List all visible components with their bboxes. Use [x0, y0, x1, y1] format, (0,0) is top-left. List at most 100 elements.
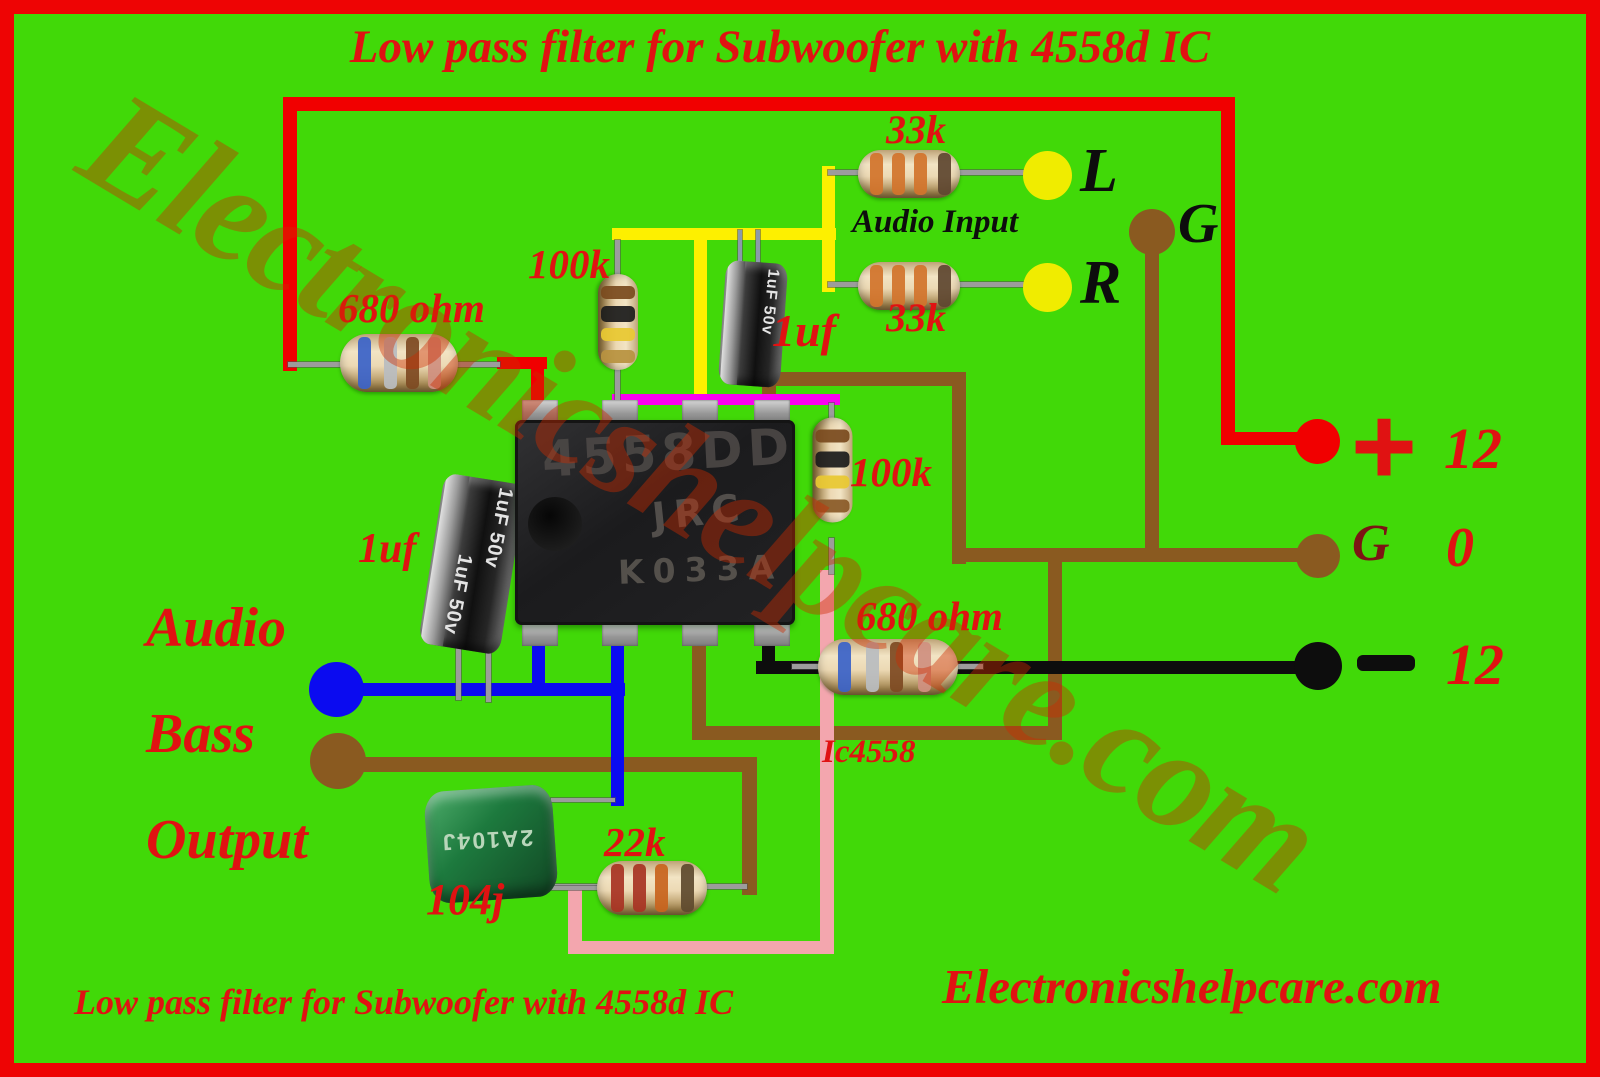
resistor-22k — [597, 861, 707, 915]
wire-brown-bass-v — [742, 757, 757, 895]
cap-value: 1uF — [447, 552, 477, 595]
band — [892, 153, 905, 195]
label-left-channel: L — [1080, 137, 1118, 205]
band — [428, 337, 441, 389]
terminal-bass-out — [310, 733, 366, 789]
label-1uf-top: 1uf — [772, 305, 836, 356]
band — [655, 864, 668, 912]
band — [633, 864, 646, 912]
cap-stripe — [719, 260, 745, 385]
terminal-audio-out — [309, 662, 364, 717]
ic-pin-top-3 — [682, 400, 718, 423]
band — [406, 337, 419, 389]
wire-blue-h — [335, 683, 625, 696]
lead-filmcap-top — [551, 798, 615, 802]
ic-pin-top-1 — [522, 400, 558, 423]
cap-voltage: 50v — [439, 596, 468, 637]
band — [870, 153, 883, 195]
ic-pin-bottom-1 — [522, 623, 558, 646]
label-output-bass: Bass — [146, 703, 255, 765]
band — [938, 265, 951, 307]
band — [938, 153, 951, 195]
lead-33kt-right — [958, 170, 1030, 175]
wire-brown-pin3 — [692, 622, 706, 734]
band — [815, 429, 850, 443]
wire-yellow-h — [612, 228, 836, 240]
frame-right — [1586, 0, 1600, 1077]
resistor-680ohm-left — [340, 334, 458, 392]
ic-pin-top-4 — [754, 400, 790, 423]
label-minus-sign: − — [1357, 655, 1415, 671]
label-ground-mid: G — [1352, 515, 1390, 572]
terminal-right-input — [1023, 263, 1072, 312]
lead-filmcap-bottom — [549, 886, 601, 890]
band — [601, 328, 635, 341]
ic-pin1-dot — [528, 497, 582, 551]
label-output-output: Output — [146, 809, 308, 871]
wire-blue-pin2 — [611, 622, 624, 806]
wire-pink-v2 — [568, 884, 582, 954]
lead-33kb-right — [958, 282, 1030, 287]
lead-33kt-left — [828, 170, 860, 175]
wire-pink-h — [568, 941, 834, 954]
ic-pin-top-2 — [602, 400, 638, 423]
band — [681, 864, 694, 912]
wire-magenta — [612, 394, 840, 405]
band — [815, 499, 850, 513]
label-minus-value: 12 — [1446, 632, 1504, 697]
frame-top — [0, 0, 1600, 14]
wire-brown-h1 — [762, 372, 966, 386]
ic-pin-bottom-4 — [754, 623, 790, 646]
label-680ohm-right: 680 ohm — [856, 593, 1003, 639]
terminal-plus12 — [1295, 419, 1340, 464]
resistor-100k-left — [598, 274, 638, 370]
lead-680r-left — [792, 664, 822, 669]
wire-brown-bass-h — [337, 757, 757, 772]
band — [866, 642, 879, 692]
lead-ecaptop-leg1 — [738, 230, 742, 270]
band — [815, 475, 850, 489]
label-104j: 104j — [426, 875, 505, 924]
label-plus-value: 12 — [1444, 416, 1502, 481]
page-title: Low pass filter for Subwoofer with 4558d… — [349, 21, 1211, 73]
lead-100kl-bottom — [615, 368, 620, 402]
cap-marking: 1uF 50v — [479, 486, 517, 570]
ic-pin-bottom-3 — [682, 623, 718, 646]
resistor-33k-top — [858, 150, 960, 198]
band — [611, 864, 624, 912]
terminal-ground-mid — [1296, 534, 1340, 578]
footer-site: Electronicshelpcare.com — [942, 959, 1442, 1014]
capacitor-1uf-left: 1uF 50v 1uF 50v — [418, 472, 526, 656]
band — [601, 350, 635, 363]
lead-ecapleft-leg2 — [486, 636, 491, 702]
band — [870, 265, 883, 307]
lead-680l-right — [456, 362, 500, 367]
frame-left — [0, 0, 14, 1077]
band — [601, 306, 635, 322]
wire-yellow-pin6 — [694, 228, 707, 420]
label-plus-sign: + — [1346, 395, 1421, 495]
band — [914, 153, 927, 195]
label-right-channel: R — [1080, 249, 1122, 317]
label-100k-left: 100k — [528, 241, 610, 287]
band — [601, 286, 635, 299]
band — [890, 642, 903, 692]
lead-100kr-bottom — [829, 538, 834, 574]
cap-value: 1uF — [761, 268, 782, 302]
label-22k: 22k — [604, 819, 666, 865]
wire-red-top — [283, 97, 1235, 111]
lead-ecaptop-leg2 — [756, 230, 760, 270]
wire-red-left — [283, 97, 297, 371]
resistor-100k-right — [812, 417, 853, 523]
band — [892, 265, 905, 307]
band — [838, 642, 851, 692]
wire-brown-h3 — [692, 726, 1062, 740]
frame-bottom — [0, 1063, 1600, 1077]
minus-dash: − — [1357, 655, 1415, 671]
wire-brown-v2 — [1048, 548, 1062, 740]
cap-value: 1uF — [488, 485, 518, 529]
wire-brown-h2 — [952, 548, 1304, 562]
ic-pin-bottom-2 — [602, 623, 638, 646]
cap-voltage: 50v — [479, 530, 509, 571]
